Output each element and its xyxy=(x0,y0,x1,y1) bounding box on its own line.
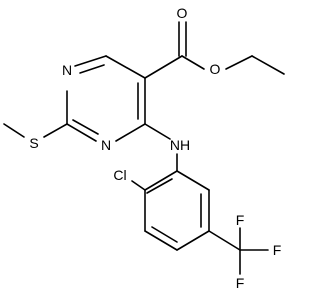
atom-n1: N xyxy=(62,62,72,78)
bond-ar5-cf3 xyxy=(208,230,241,251)
bond-ar4-ar5 xyxy=(176,230,210,251)
bond-c4-nh xyxy=(144,123,171,140)
bond-ar6-ar1 xyxy=(176,170,210,191)
bond-oester-ch2 xyxy=(225,55,253,70)
atom-labels: O O N N S NH Cl F F F xyxy=(29,5,281,291)
bond-ar1-ar2 xyxy=(144,170,178,191)
atom-o-carbonyl: O xyxy=(177,5,188,21)
bond-s-ch3 xyxy=(3,123,25,138)
bond-ar3-ar4-double xyxy=(151,226,178,243)
bond-ch2-ch3 xyxy=(251,55,285,75)
atom-cl: Cl xyxy=(113,167,126,183)
background xyxy=(0,0,288,298)
bond-n1-c6-double xyxy=(79,64,105,74)
bond-ar2-cl xyxy=(131,180,146,191)
bond-n1-c6 xyxy=(74,55,107,67)
atom-f-bottom: F xyxy=(236,275,245,291)
atom-f-right: F xyxy=(273,242,282,258)
bond-ccarbonyl-oester xyxy=(181,55,205,70)
atom-f-top: F xyxy=(236,212,245,228)
bond-ar1-ar2-double xyxy=(146,178,173,194)
atom-o-ester: O xyxy=(210,61,221,77)
bond-n3-c2 xyxy=(66,123,97,142)
bond-ar3-ar4 xyxy=(144,230,178,251)
bond-c4-n3 xyxy=(115,123,146,142)
bond-c2-s xyxy=(43,123,68,138)
bond-c6-c5 xyxy=(105,55,146,79)
bonds xyxy=(3,21,285,275)
bond-c5-ccarbonyl xyxy=(144,55,183,79)
atom-nh: NH xyxy=(170,137,190,153)
chemical-structure: O O N N S NH Cl F F F xyxy=(0,0,288,298)
bond-n3-c2-double xyxy=(72,119,99,135)
atom-s: S xyxy=(29,135,38,151)
atom-n3: N xyxy=(101,137,111,153)
